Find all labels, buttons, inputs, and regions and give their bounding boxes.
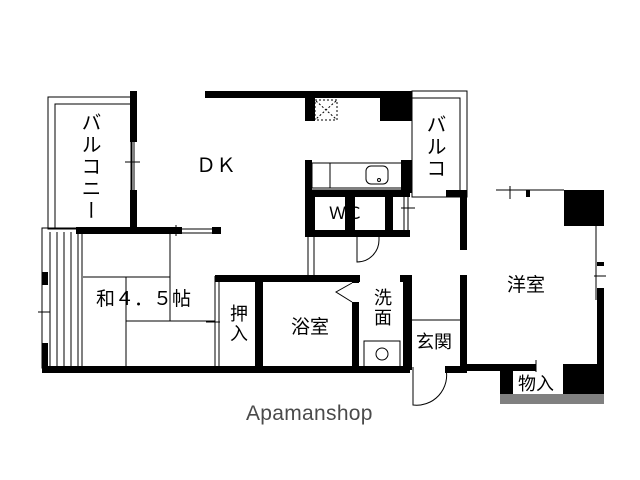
room-label-washitsu: 和４．５帖 — [96, 288, 192, 310]
room-label-balcony-right: バルコ — [423, 114, 447, 180]
brand-watermark: Apamanshop — [246, 402, 373, 425]
room-label-oshiire: 押入 — [227, 304, 248, 344]
room-label-washroom: 洗面 — [371, 288, 392, 328]
room-label-wc: ＷＣ — [329, 204, 363, 224]
entrance-door-swing — [412, 367, 448, 406]
room-label-dk: ＤＫ — [196, 153, 236, 177]
room-label-entrance: 玄関 — [416, 332, 452, 353]
storage-shade — [500, 394, 604, 404]
room-label-storage: 物入 — [518, 374, 554, 395]
walls — [42, 91, 604, 394]
kitchen-counter — [311, 162, 408, 191]
room-label-balcony-left: バルコニー — [78, 112, 102, 222]
wc-door-swing — [356, 232, 380, 263]
tatami-lines — [83, 232, 215, 366]
room-label-bath: 浴室 — [291, 316, 330, 338]
bath-faucet-icon — [335, 282, 353, 303]
room-label-western-room: 洋室 — [507, 274, 546, 296]
veranda-lines — [41, 227, 83, 369]
balcony-right-outline — [411, 90, 468, 198]
wash-basin — [363, 340, 401, 368]
